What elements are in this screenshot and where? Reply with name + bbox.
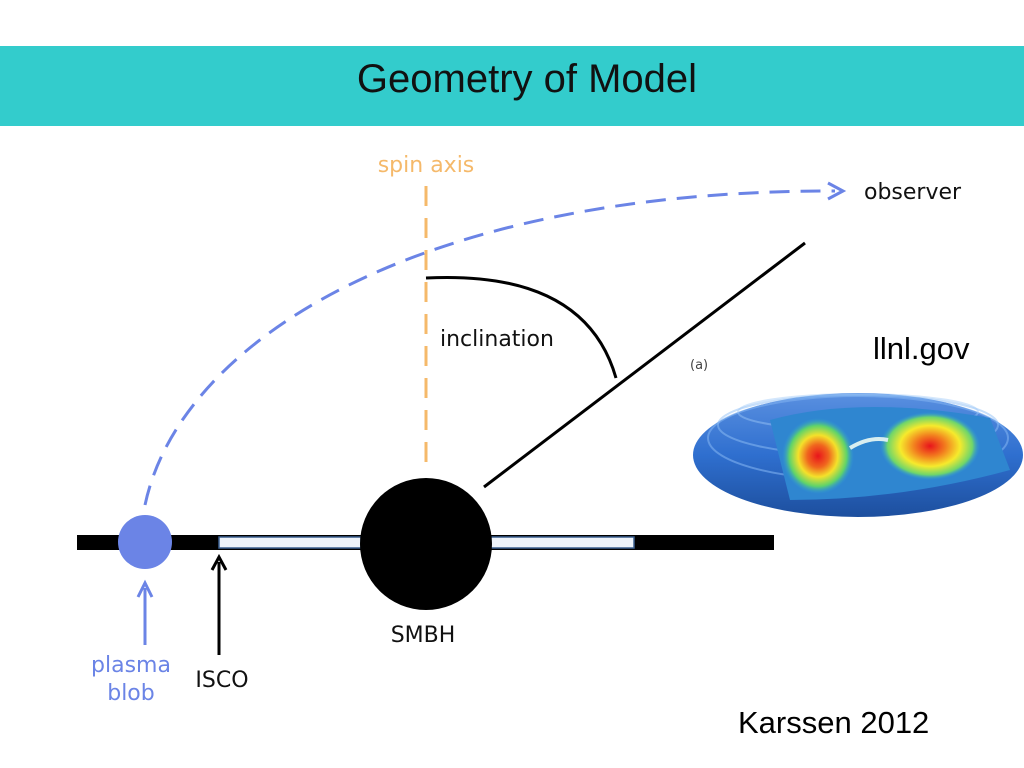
accretion-disk-right (489, 536, 635, 549)
title-bar (0, 46, 1024, 126)
spin-axis-label: spin axis (378, 153, 475, 178)
observer-label: observer (864, 180, 962, 205)
plasma-blob (118, 515, 172, 569)
inclination-label: inclination (440, 327, 554, 352)
citation: Karssen 2012 (738, 705, 930, 740)
smbh-label: SMBH (391, 623, 456, 648)
inclination-arc (425, 275, 618, 379)
observer-arrowhead-icon (827, 181, 847, 201)
image-credit: llnl.gov (873, 331, 970, 366)
black-hole (360, 478, 492, 610)
torus-inset-image: (a) (690, 358, 1023, 517)
slide-title: Geometry of Model (356, 57, 698, 101)
isco-label: ISCO (195, 668, 248, 693)
plasma-blob-arrowhead-icon (136, 579, 154, 598)
observer-line-of-sight (483, 241, 806, 489)
inset-panel-label: (a) (690, 358, 708, 373)
isco-arrowhead-icon (210, 553, 228, 571)
plasma-blob-label-line2: blob (107, 681, 155, 706)
accretion-disk-left (218, 536, 362, 549)
blob-to-observer-path (143, 189, 836, 506)
plasma-blob-label-line1: plasma (91, 653, 171, 678)
